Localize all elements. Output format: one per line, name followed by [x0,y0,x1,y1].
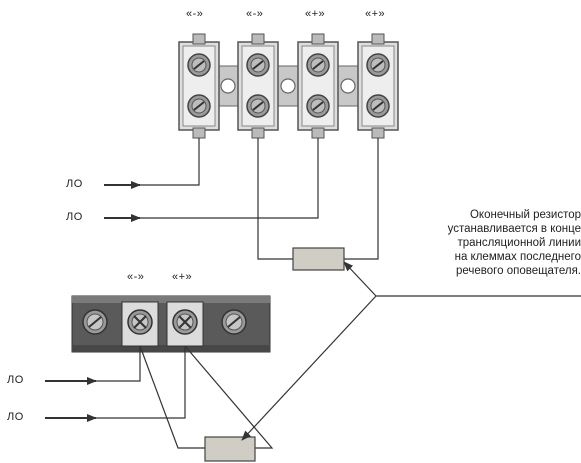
screw-icon [187,94,211,118]
joint-circle [280,78,296,94]
note-line: на клеммах последнего [454,251,581,263]
top-terminal-block [178,33,399,139]
bottom-terminal-block [71,295,271,353]
screw-icon [82,309,108,335]
screw-icon [246,53,270,77]
screw-icon [366,53,390,77]
line-label: ЛО [66,211,83,223]
screw-icon [221,309,247,335]
screw-icon [187,53,211,77]
screw-icon [246,94,270,118]
note-line: устанавливается в конце [447,223,581,235]
screw-icon [306,94,330,118]
polarity-label: «+» [365,8,386,20]
resistor-note: Оконечный резистор устанавливается в кон… [405,208,581,278]
note-line: Оконечный резистор [469,209,581,221]
screw-icon [306,53,330,77]
polarity-label: «+» [172,271,193,283]
arrow-icon [343,261,377,297]
resistor-icon [292,247,345,271]
polarity-label: «-» [186,8,204,20]
screw-icon [127,309,153,335]
arrow-icon [241,295,377,441]
top-terminal-4 [357,33,399,139]
note-pointers [241,261,581,441]
top-wiring [104,138,379,260]
polarity-label: «-» [246,8,264,20]
screw-icon [172,309,198,335]
joint-circle [340,78,356,94]
joint-circle [220,78,236,94]
screw-icon [366,94,390,118]
line-label: ЛО [7,411,24,423]
note-line: трансляционной линии [457,237,581,249]
line-label: ЛО [7,374,24,386]
bottom-wiring [45,345,274,449]
polarity-label: «-» [127,271,145,283]
top-terminal-1 [178,33,220,139]
polarity-label: «+» [305,8,326,20]
note-line: речевого оповещателя. [456,265,581,277]
top-terminal-3 [297,33,339,139]
resistor-icon [204,436,256,462]
line-label: ЛО [66,178,83,190]
top-terminal-2 [237,33,279,139]
